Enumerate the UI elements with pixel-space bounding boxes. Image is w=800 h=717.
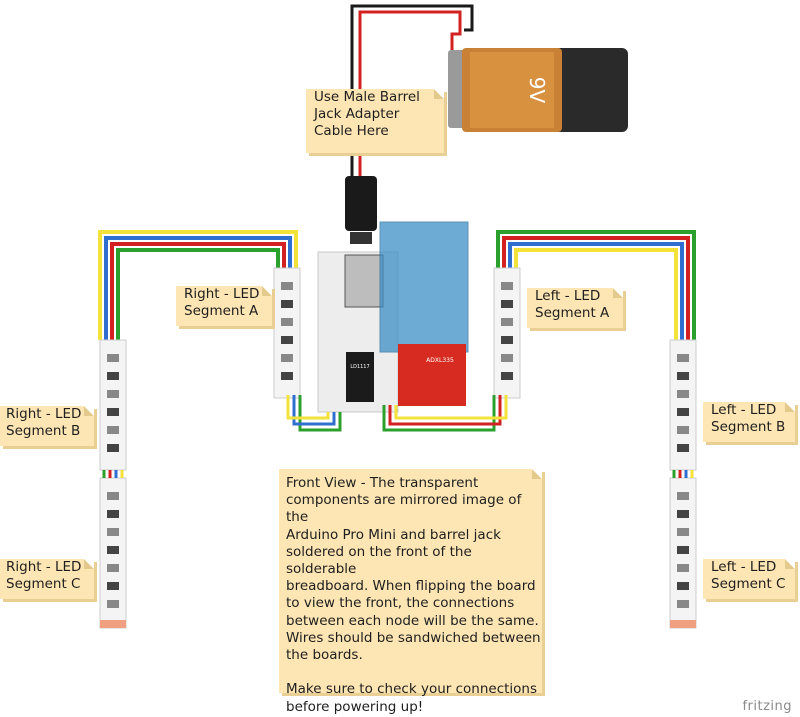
led-chip xyxy=(281,354,293,362)
note-right-led-segment-c: Right - LED Segment C xyxy=(0,559,94,599)
led-chip xyxy=(501,282,513,290)
led-chip xyxy=(107,492,119,500)
led-chip xyxy=(107,426,119,434)
adxl335-breakout: ADXL335 xyxy=(398,344,466,406)
led-chip xyxy=(107,600,119,608)
led-chip xyxy=(107,408,119,416)
note-left-led-segment-a: Left - LED Segment A xyxy=(527,288,623,328)
led-chip xyxy=(677,510,689,518)
arduino-pro-mini xyxy=(379,221,469,353)
led-chip xyxy=(107,510,119,518)
segment-jumpers xyxy=(102,470,694,478)
led-chip xyxy=(107,582,119,590)
regulator-label: LD1117 xyxy=(350,364,369,370)
note-left-led-segment-b: Left - LED Segment B xyxy=(703,402,795,442)
battery-wires xyxy=(350,4,474,185)
fritzing-watermark: fritzing xyxy=(742,699,792,714)
led-chip xyxy=(281,300,293,308)
led-chip xyxy=(677,390,689,398)
led-chips xyxy=(107,282,689,608)
voltage-regulator: LD1117 xyxy=(346,352,374,402)
note-barrel-jack: Use Male Barrel Jack Adapter Cable Here xyxy=(306,89,444,153)
board-to-strip-wires xyxy=(286,395,508,432)
breakout-label: ADXL335 xyxy=(426,357,454,364)
led-chip xyxy=(677,492,689,500)
led-chip xyxy=(107,546,119,554)
note-right-led-segment-a: Right - LED Segment A xyxy=(176,286,272,326)
led-chip xyxy=(107,390,119,398)
led-chip xyxy=(677,372,689,380)
led-chip xyxy=(501,336,513,344)
led-chip xyxy=(677,546,689,554)
led-chip xyxy=(501,354,513,362)
led-chip xyxy=(107,372,119,380)
led-chip xyxy=(677,354,689,362)
led-chip xyxy=(107,564,119,572)
led-chip xyxy=(107,444,119,452)
led-chip xyxy=(501,318,513,326)
note-right-led-segment-b: Right - LED Segment B xyxy=(0,406,94,446)
led-chip xyxy=(677,444,689,452)
led-chip xyxy=(677,582,689,590)
led-chip xyxy=(677,426,689,434)
led-chip xyxy=(281,318,293,326)
led-chip xyxy=(677,528,689,536)
right-wire-harness xyxy=(98,230,298,340)
note-front-view: Front View - The transparent components … xyxy=(279,469,542,715)
led-chip xyxy=(107,528,119,536)
note-left-led-segment-c: Left - LED Segment C xyxy=(703,559,795,599)
led-chip xyxy=(281,282,293,290)
battery-9v: 9V xyxy=(448,48,628,132)
led-chip xyxy=(677,408,689,416)
led-chip xyxy=(107,354,119,362)
battery-label: 9V xyxy=(525,77,549,104)
led-chip xyxy=(281,372,293,380)
led-chip xyxy=(281,336,293,344)
led-chip xyxy=(501,372,513,380)
led-chip xyxy=(501,300,513,308)
led-chip xyxy=(677,600,689,608)
led-chip xyxy=(677,564,689,572)
barrel-jack-cable xyxy=(345,176,377,244)
left-wire-harness xyxy=(496,230,696,340)
